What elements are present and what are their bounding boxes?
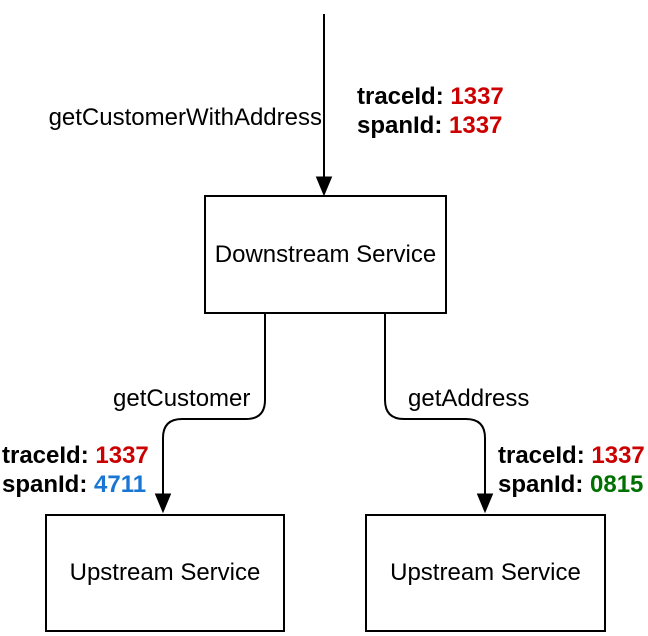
trace-id-value: 1337 [450, 83, 504, 110]
span-id-label: spanId: [2, 471, 88, 498]
span-id-value: 4711 [94, 471, 147, 498]
left-arrowhead-icon [154, 493, 172, 514]
trace-id-label: traceId: [2, 442, 89, 469]
right-arrow-line [384, 314, 486, 494]
trace-id-label: traceId: [357, 83, 444, 110]
trace-id-line: traceId: 1337 [2, 441, 149, 470]
trace-id-line: traceId: 1337 [357, 82, 504, 111]
upstream-service-left-node: Upstream Service [45, 514, 285, 632]
span-id-line: spanId: 4711 [2, 470, 149, 499]
span-id-label: spanId: [357, 112, 443, 139]
trace-id-line: traceId: 1337 [498, 441, 645, 470]
span-id-label: spanId: [498, 471, 584, 498]
left-arrow-line [162, 314, 266, 494]
trace-id-label: traceId: [498, 442, 585, 469]
trace-id-value: 1337 [591, 442, 645, 469]
trace-annotation-left: traceId: 1337 spanId: 4711 [2, 441, 149, 499]
right-arrowhead-icon [476, 493, 494, 514]
span-id-value: 0815 [590, 471, 644, 498]
upstream-service-right-label: Upstream Service [390, 559, 581, 586]
upstream-service-left-label: Upstream Service [69, 559, 261, 586]
span-id-line: spanId: 0815 [498, 470, 645, 499]
trace-annotation-right: traceId: 1337 spanId: 0815 [498, 441, 645, 499]
span-id-line: spanId: 1337 [357, 111, 504, 140]
span-id-value: 1337 [449, 112, 503, 139]
downstream-service-node: Downstream Service [204, 195, 447, 314]
trace-annotation-root: traceId: 1337 spanId: 1337 [357, 82, 504, 140]
trace-id-value: 1337 [95, 442, 149, 469]
edge-label-get-address: getAddress [408, 385, 530, 412]
edge-label-get-customer-with-address: getCustomerWithAddress [48, 104, 322, 131]
root-arrowhead-icon [315, 176, 333, 197]
upstream-service-right-node: Upstream Service [365, 514, 606, 632]
edge-label-get-customer: getCustomer [113, 385, 251, 412]
downstream-service-label: Downstream Service [214, 240, 437, 268]
